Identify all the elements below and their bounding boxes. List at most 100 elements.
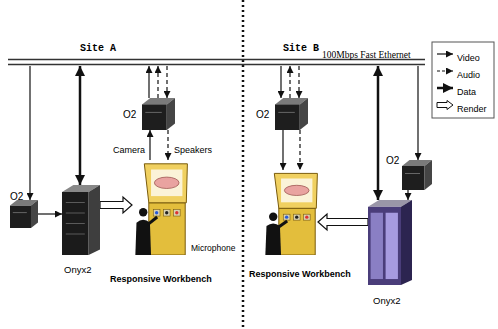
legend-entry: Render [436,98,487,116]
device-label: Onyx2 [373,295,400,306]
site-label-wrap: Site B [283,37,319,55]
connector-label: Speakers [173,145,213,155]
data-line-sample [437,87,453,90]
legend-text: Audio [457,70,480,80]
data-connector [377,66,380,200]
legend-swatch [436,66,454,76]
workbench-screen [281,179,312,203]
workstation-side [167,98,175,130]
device-label: Responsive Workbench [249,269,351,279]
video-connector [282,130,283,170]
control-button [165,211,168,214]
control-button [155,211,158,214]
workstation-detail [278,112,295,113]
audio-connector [166,66,167,98]
ethernet-cable [8,64,425,66]
device-icon [275,98,308,130]
workbench-screen [151,170,182,197]
workstation-front [142,104,167,130]
server-detail [66,234,85,235]
workstation-side [31,200,38,228]
video-connector [148,66,149,98]
video-connector [407,190,408,200]
device-label-wrap: O2 [123,104,136,122]
server-detail [66,202,85,203]
workbench: Responsive Workbench [262,170,318,255]
device-icon [10,200,38,228]
workbench-cabinet [149,203,185,255]
device-label: Microphone [191,243,235,253]
legend-entry: Data [436,81,476,99]
audio-line-sample [437,70,453,71]
render-arrow [100,197,132,213]
control-panel [303,214,310,220]
control-panel [153,209,160,216]
legend-swatch [436,83,454,93]
video-line-sample [437,53,453,54]
person-head [139,208,147,216]
connector-label-wrap: Speakers [173,139,213,157]
device-label: O2 [10,191,23,202]
render-arrow-sample [437,101,453,110]
video-connector [149,130,150,160]
device-icon [132,160,188,255]
device-label: Onyx2 [64,264,91,275]
server-front [368,207,401,285]
device-icon [368,200,412,285]
video-connector [417,66,418,160]
device-label-wrap: O2 [386,150,399,168]
control-panel [293,214,300,220]
person-arm [148,217,158,225]
site-label: Site A [80,43,116,54]
server-front [62,192,89,255]
workstation-front [402,166,425,190]
device-label-wrap: Responsive Workbench [249,263,351,281]
workstation-side [425,160,433,190]
legend-entry: Video [436,47,480,65]
device-label-wrap: Microphone [191,237,235,255]
virtual-object [284,185,309,195]
workstation-detail [13,212,27,213]
video-connector [38,213,62,214]
connector-label-wrap: Camera [112,139,146,157]
workbench: Responsive Workbench [132,160,188,255]
device-label: Responsive Workbench [110,274,212,284]
workstation: O2 [402,160,432,190]
device-label: 100Mbps Fast Ethernet [322,50,411,60]
audio-connector [289,66,290,98]
legend-text: Render [457,104,487,114]
legend-swatch [436,49,454,59]
audio-connector [157,66,158,98]
control-panel [163,209,170,216]
video-connector [280,66,281,98]
workstation: O2 [142,98,175,130]
video-connector [29,66,30,200]
control-panel [283,214,290,220]
workbench-cabinet [279,208,315,255]
device-label-wrap: 100Mbps Fast Ethernet [322,44,411,62]
site-label-wrap: Site A [80,37,116,55]
server-detail [66,213,85,214]
audio-connector [298,66,299,98]
legend-swatch [436,100,454,110]
device-label-wrap: Responsive Workbench [110,268,212,286]
control-button [175,211,178,214]
audio-connector [299,130,300,170]
server: Onyx2 [62,185,100,255]
legend-text: Video [457,53,480,63]
workstation-front [10,206,31,228]
control-button [285,215,288,218]
workstation-detail [405,173,420,174]
device-label-wrap: O2 [10,186,23,204]
server-detail [66,223,85,224]
ethernet-bus: 100Mbps Fast Ethernet [8,58,425,66]
server-side [89,185,100,255]
device-label: O2 [386,155,399,166]
workstation-front [275,104,300,130]
workbench-display [144,164,187,203]
site-label: Site B [283,43,319,54]
device-icon [62,185,100,255]
device-label-wrap: O2 [256,104,269,122]
legend-frame [432,42,494,118]
